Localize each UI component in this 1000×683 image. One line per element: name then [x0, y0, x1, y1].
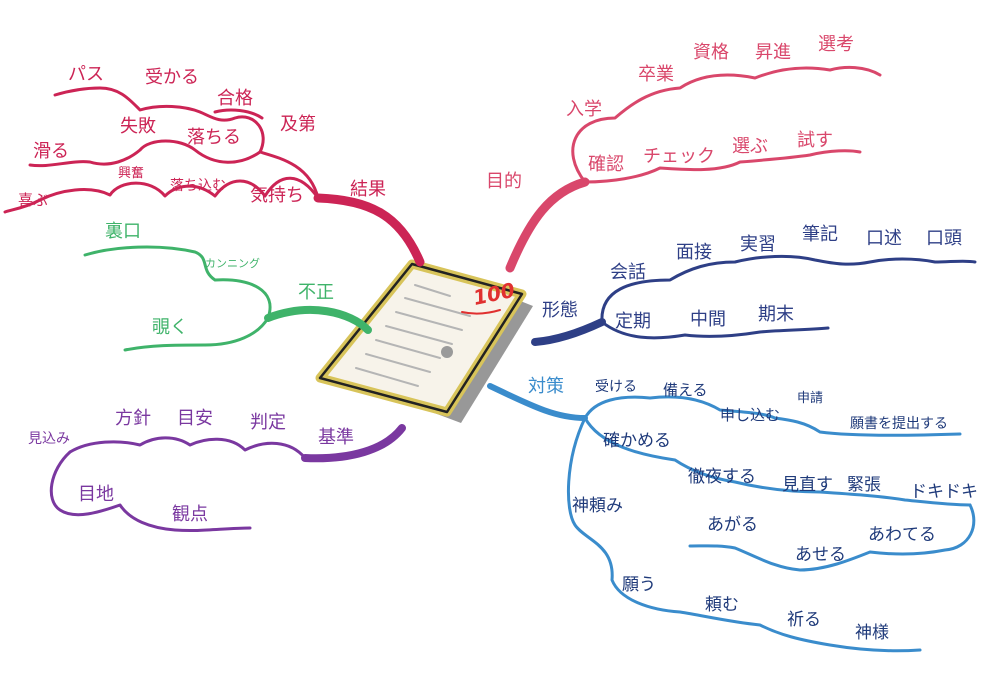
node-kaiwa: 会話: [610, 262, 646, 283]
node-sotsugyou: 卒業: [638, 64, 674, 85]
node-tetsuya: 徹夜する: [688, 467, 756, 487]
kijun-main-stem: [301, 424, 406, 463]
node-dokidoki: ドキドキ: [910, 482, 978, 502]
branch-fusei: [83, 245, 372, 352]
taisaku-main-stem: [487, 383, 588, 421]
node-nyuugaku: 入学: [566, 99, 602, 120]
node-nozoku: 覗く: [152, 317, 188, 338]
branch-kekka: [3, 86, 425, 267]
node-senkou: 選考: [818, 34, 854, 55]
kekka-stem-pass: [53, 86, 265, 154]
fusei-stem-uraguchi: [83, 245, 272, 320]
kekka-root: 結果: [350, 179, 386, 200]
node-shinsei: 申請: [797, 391, 823, 406]
node-ochiru: 落ちる: [187, 127, 241, 148]
taisaku-stem-nervous: [688, 503, 976, 572]
test-paper-illustration: 100: [315, 259, 533, 423]
taisaku-stem-apply: [583, 395, 962, 437]
keitai-main-stem: [531, 318, 606, 346]
node-moushikomu: 申し込む: [720, 406, 780, 424]
node-meyasu: 目安: [177, 408, 213, 429]
node-aseru: あせる: [795, 545, 846, 565]
node-chekku: チェック: [643, 146, 715, 167]
node-agaru: あがる: [707, 515, 758, 535]
mokuteki-main-stem: [505, 177, 590, 273]
labels: 結果 パス 受かる 合格 失敗 落ちる 及第 滑る 興奮 落ち込む 気持ち 喜ぶ…: [18, 34, 978, 643]
node-koufun: 興奮: [118, 166, 144, 181]
node-ukaru: 受かる: [145, 67, 199, 88]
branch-keitai: [531, 254, 977, 346]
node-tashikameru: 確かめる: [603, 431, 671, 451]
node-meji: 目地: [78, 484, 114, 505]
kekka-main-stem: [313, 193, 425, 267]
branch-taisaku: [487, 383, 976, 653]
taisaku-stem-kamidanomi: [567, 416, 922, 653]
node-inoru: 祈る: [787, 610, 821, 630]
kekka-stem-feelings: [3, 176, 320, 214]
node-teiki: 定期: [615, 311, 651, 332]
node-kinchou: 緊張: [847, 475, 881, 495]
node-gansho: 願書を提出する: [850, 416, 948, 432]
node-koujutsu: 口述: [866, 228, 902, 249]
node-kanten: 観点: [172, 504, 208, 525]
keitai-stem-lower: [600, 320, 830, 340]
node-erabu: 選ぶ: [732, 136, 768, 157]
node-hantei: 判定: [250, 412, 286, 433]
node-shippai: 失敗: [120, 116, 156, 137]
node-kimatsu: 期末: [758, 304, 794, 325]
kijun-stem-top: [68, 436, 307, 460]
node-shikaku: 資格: [693, 42, 729, 63]
fusei-stem-nozoku: [123, 316, 270, 352]
mokuteki-stem-upper: [571, 65, 882, 184]
node-ukeru: 受ける: [595, 379, 637, 395]
node-shoushin: 昇進: [755, 42, 791, 63]
node-koutou: 口頭: [926, 228, 962, 249]
fusei-main-stem: [264, 305, 372, 334]
node-kyuudai: 及第: [280, 114, 316, 135]
node-kakunin: 確認: [588, 154, 624, 175]
branch-kijun: [49, 424, 406, 533]
node-kimochi: 気持ち: [250, 185, 304, 206]
node-ochikomu: 落ち込む: [170, 178, 226, 194]
node-mensetsu: 面接: [676, 242, 712, 263]
kekka-stem-fail: [28, 139, 320, 200]
mokuteki-root: 目的: [486, 171, 522, 192]
node-uraguchi: 裏口: [105, 221, 141, 242]
node-sonaeru: 備える: [663, 381, 708, 399]
node-houshin: 方針: [115, 408, 151, 429]
node-tanomu: 頼む: [705, 595, 739, 615]
node-minaosu: 見直す: [782, 475, 833, 495]
fusei-root: 不正: [298, 282, 334, 303]
node-goukaku: 合格: [217, 88, 253, 109]
node-kamisama: 神様: [855, 623, 889, 643]
node-tamesu: 試す: [797, 130, 833, 151]
node-awateru: あわてる: [868, 525, 936, 545]
node-suberu: 滑る: [33, 141, 69, 162]
branch-mokuteki: [505, 65, 882, 273]
kijun-stem-bottom: [49, 450, 252, 533]
taisaku-root: 対策: [528, 376, 564, 397]
node-negau: 願う: [622, 575, 656, 595]
taisaku-stem-prepare: [583, 416, 972, 507]
node-mikomi: 見込み: [28, 431, 70, 447]
node-kamidanomi: 神頼み: [572, 496, 623, 516]
kijun-root: 基準: [318, 427, 354, 448]
node-chuukan: 中間: [690, 309, 726, 330]
node-kanningu: カンニング: [205, 256, 260, 270]
node-hikki: 筆記: [802, 224, 838, 245]
mokuteki-stem-lower: [583, 149, 862, 184]
keitai-stem-upper: [600, 254, 977, 324]
node-pasu: パス: [68, 64, 104, 85]
node-yorokobu: 喜ぶ: [18, 191, 48, 209]
node-jisshuu: 実習: [740, 234, 776, 255]
keitai-root: 形態: [542, 300, 578, 321]
